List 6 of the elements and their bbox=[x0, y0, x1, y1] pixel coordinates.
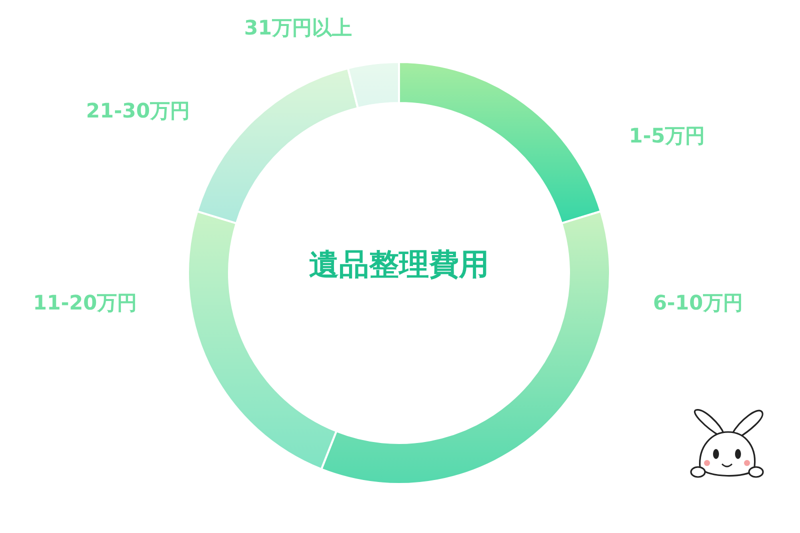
segment-label: 11-20万円 bbox=[33, 290, 137, 316]
segment-label: 6-10万円 bbox=[652, 290, 744, 316]
segment-label: 21-30万円 bbox=[86, 98, 190, 124]
segment-label: 31万円以上 bbox=[244, 14, 352, 42]
segment-label: 1-5万円 bbox=[628, 122, 706, 150]
chart-center-title: 遺品整理費用 bbox=[309, 246, 489, 284]
